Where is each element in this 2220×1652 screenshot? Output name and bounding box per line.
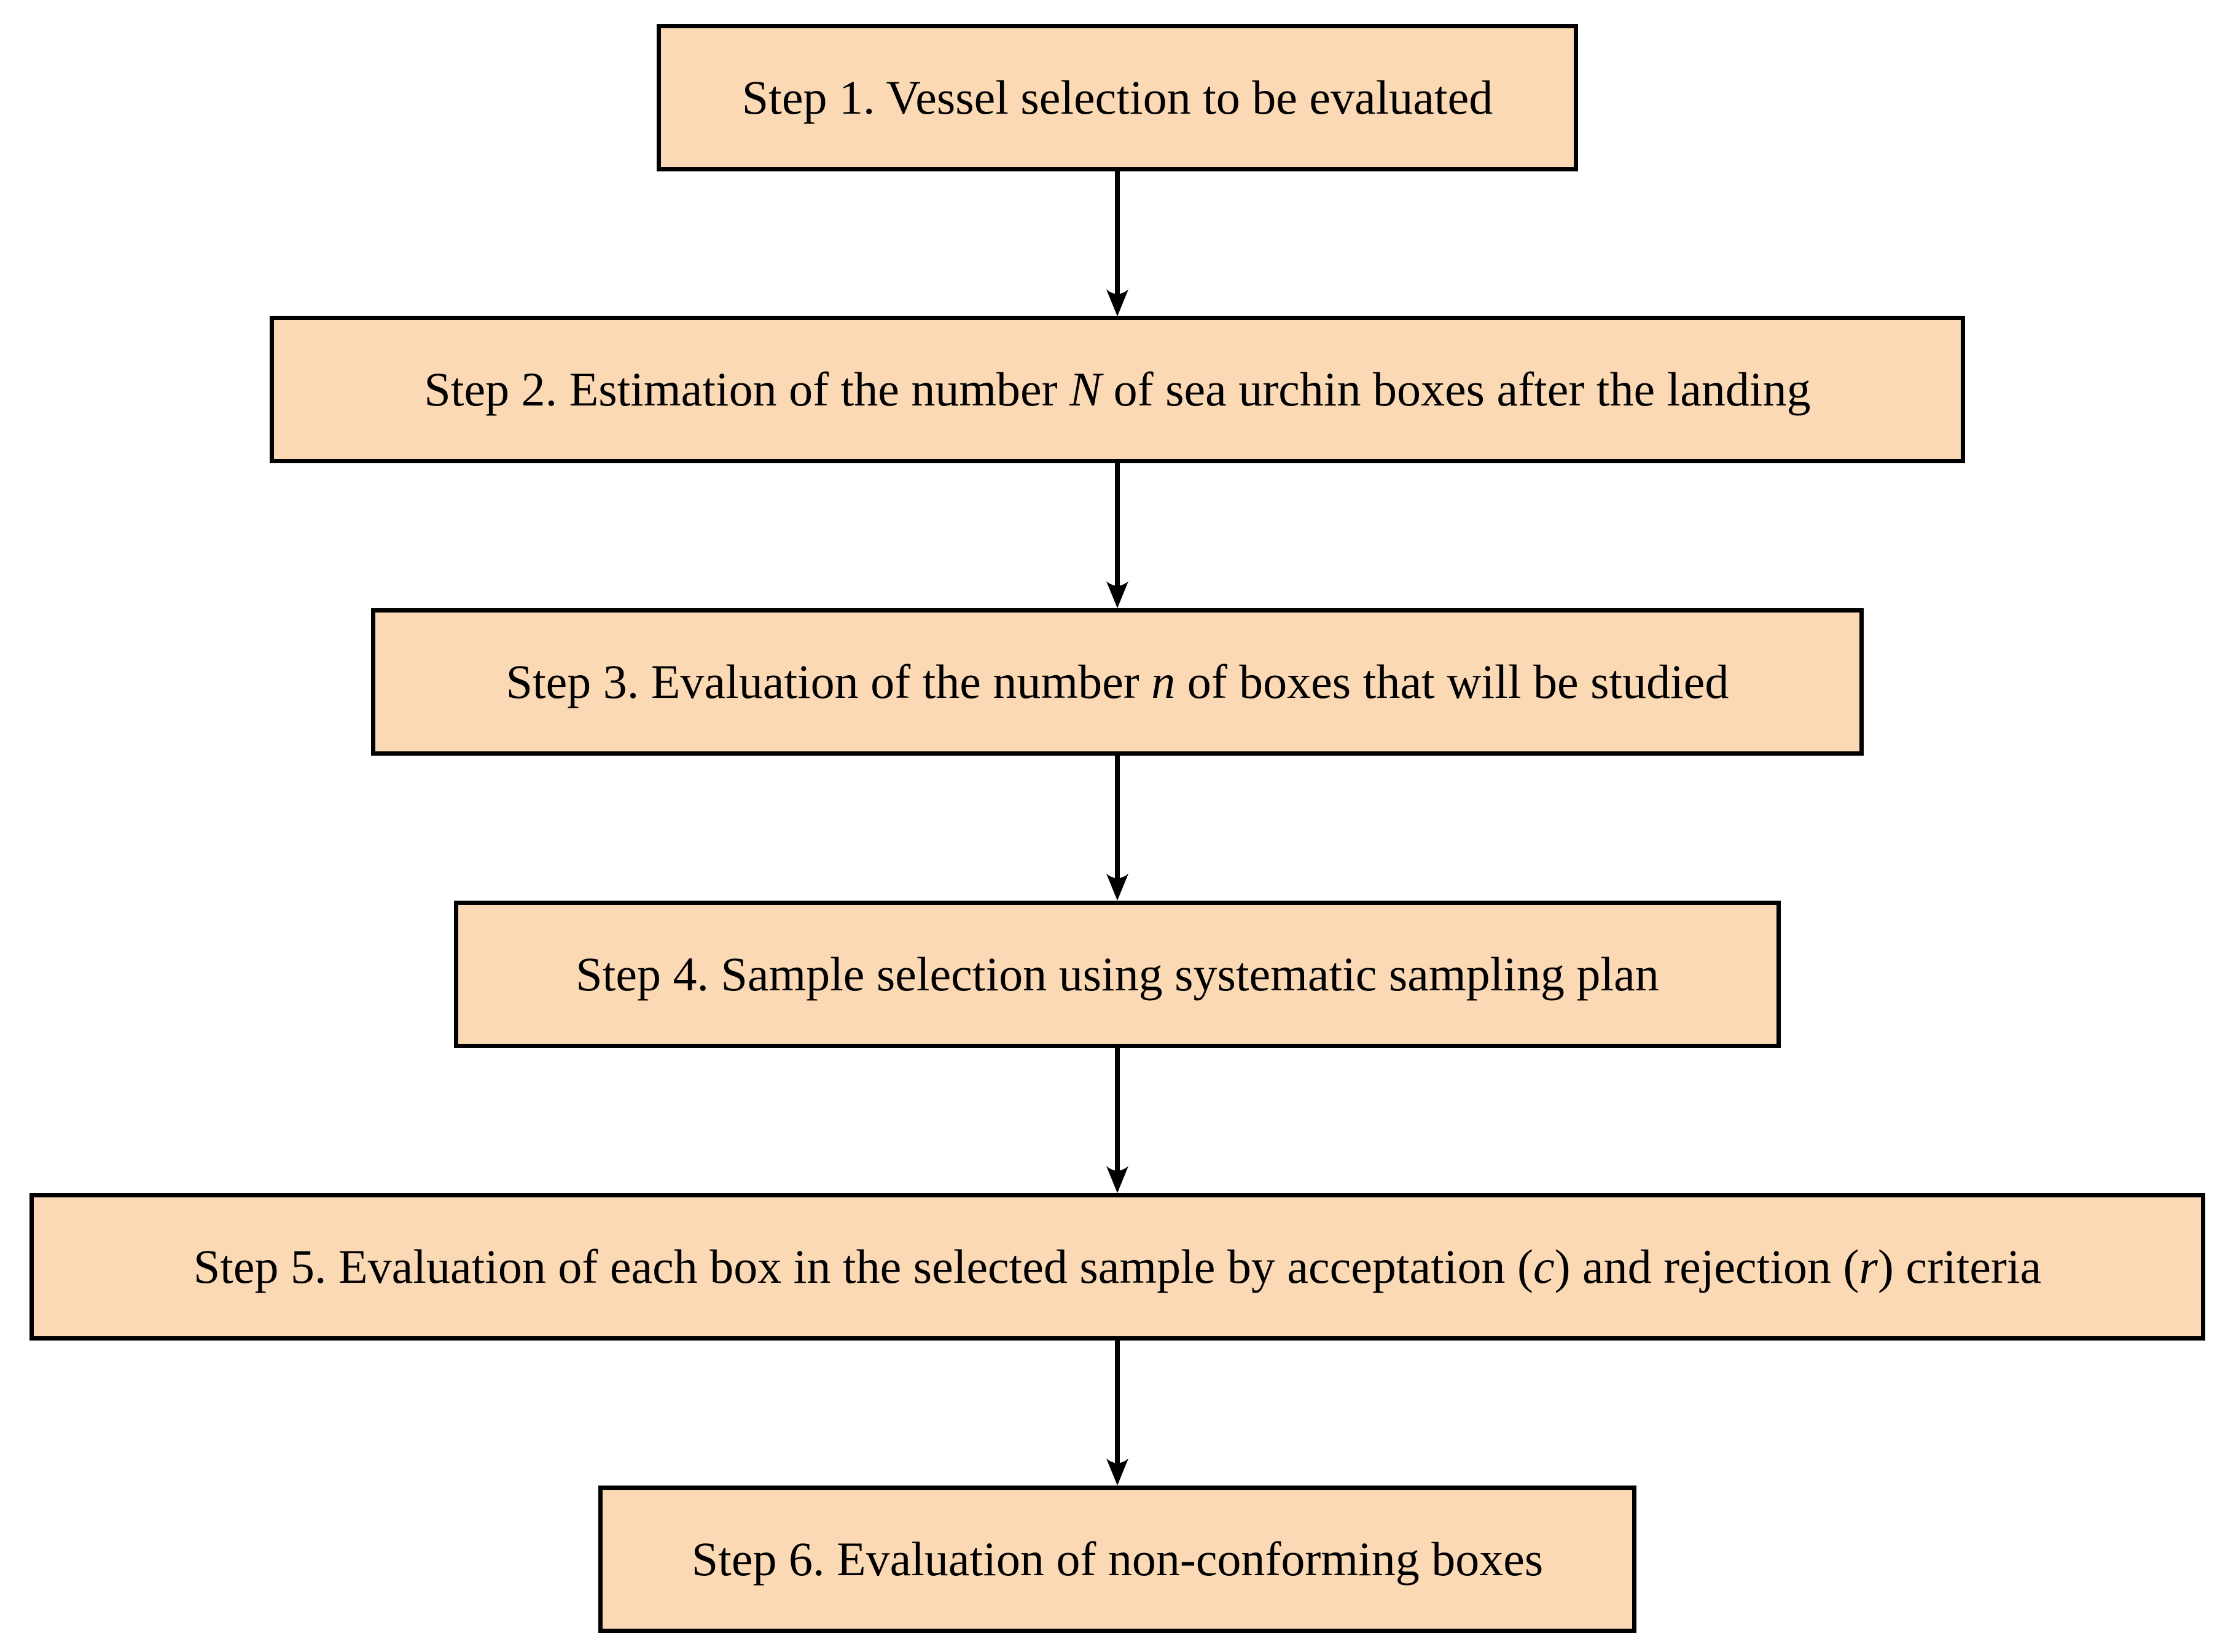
step-box-2: Step 2. Estimation of the number N of se…: [270, 316, 1965, 463]
step-label-2: Step 2. Estimation of the number N of se…: [424, 362, 1811, 416]
step-label-1: Step 1. Vessel selection to be evaluated: [741, 71, 1493, 124]
down-arrow-icon: [1106, 1341, 1128, 1486]
step-box-5: Step 5. Evaluation of each box in the se…: [29, 1193, 2205, 1341]
step-label-5: Step 5. Evaluation of each box in the se…: [193, 1240, 2042, 1293]
down-arrow-icon: [1106, 463, 1128, 608]
step-label-4: Step 4. Sample selection using systemati…: [576, 947, 1659, 1001]
step-box-6: Step 6. Evaluation of non-conforming box…: [598, 1486, 1636, 1633]
down-arrow-icon: [1106, 756, 1128, 901]
step-box-4: Step 4. Sample selection using systemati…: [454, 901, 1781, 1048]
step-box-1: Step 1. Vessel selection to be evaluated: [657, 24, 1578, 171]
down-arrow-icon: [1106, 1048, 1128, 1193]
step-box-3: Step 3. Evaluation of the number n of bo…: [371, 608, 1864, 756]
down-arrow-icon: [1106, 171, 1128, 316]
step-label-3: Step 3. Evaluation of the number n of bo…: [506, 655, 1729, 708]
step-label-6: Step 6. Evaluation of non-conforming box…: [691, 1532, 1544, 1586]
